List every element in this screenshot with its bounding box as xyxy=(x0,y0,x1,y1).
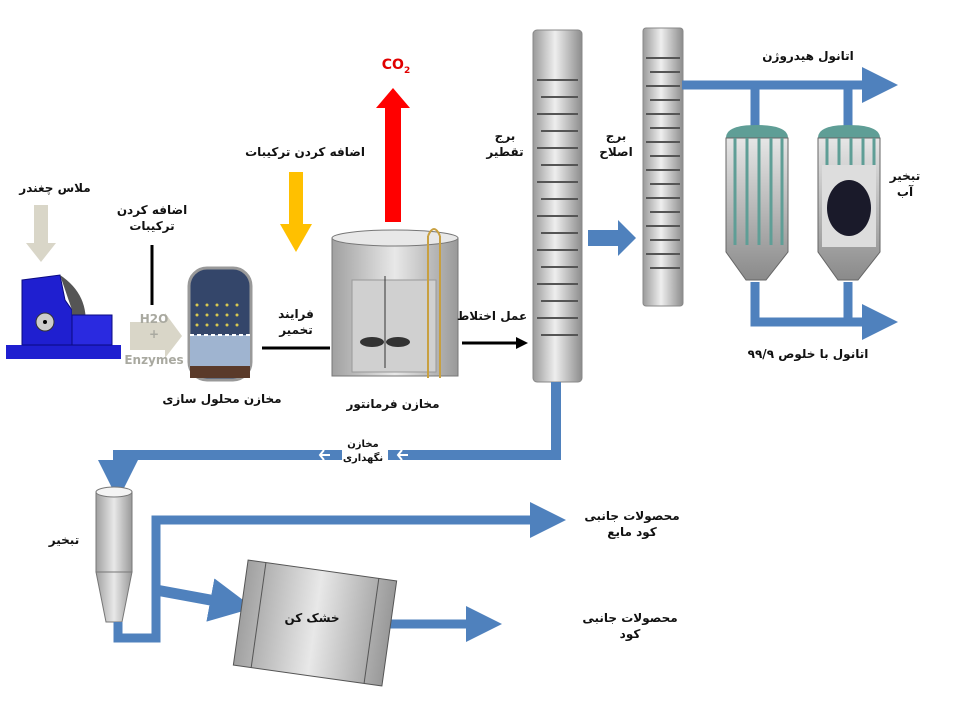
water-enzyme-arrow xyxy=(130,313,182,358)
fermentation-process-label: فرایند تخمیر xyxy=(278,307,314,338)
co2-text: CO xyxy=(381,57,404,73)
dryer-drum-icon xyxy=(232,559,398,687)
fermenter-tank-icon xyxy=(331,228,459,378)
liquid-fertilizer-label: محصولات جانبی کود مایع xyxy=(584,509,680,540)
distillation-tower-label: برج تقطیر xyxy=(486,129,524,160)
hydrous-ethanol-pipe xyxy=(682,67,898,340)
stillage-pipe xyxy=(98,382,561,500)
co2-subscript: 2 xyxy=(403,65,411,76)
distillation-column-icon xyxy=(532,29,583,383)
evaporation-label: تبخیر xyxy=(48,533,80,547)
dissolution-tank-icon xyxy=(187,266,253,382)
molecular-sieve-vessel-icon xyxy=(817,125,881,281)
mixing-label: عمل اختلاط xyxy=(456,309,528,323)
ethanol-purity-label: اتانول با خلوص ۹۹/۹ xyxy=(747,347,869,361)
transfer-arrow xyxy=(588,220,636,256)
enzymes-label: Enzymes xyxy=(124,353,184,367)
mill-machine-icon xyxy=(6,274,121,359)
dehydration-vessel-icon xyxy=(725,125,789,281)
co2-arrow xyxy=(376,88,410,222)
hydrous-ethanol-label: اتانول هیدروژن xyxy=(762,49,854,63)
dryer-label: خشک کن xyxy=(284,611,340,625)
evaporator-icon xyxy=(95,486,133,623)
ingredient-arrow xyxy=(280,172,312,252)
water-evaporation-label: تبخیر آب xyxy=(889,169,921,200)
fertilizer-label: محصولات جانبی کود xyxy=(582,611,678,642)
dissolution-tanks-label: مخازن محلول سازی xyxy=(162,392,282,406)
h2o-label: H2O xyxy=(139,312,169,326)
add-ingredients-label-1: اضافه کردن ترکیبات xyxy=(116,203,188,234)
co2-label: CO2 xyxy=(382,56,410,77)
storage-tanks-label: مخازن نگهداری xyxy=(342,439,384,464)
rectification-tower-label: برج اصلاح xyxy=(599,129,633,160)
fermenter-tanks-label: مخازن فرمانتور xyxy=(346,397,440,411)
plus-label: + xyxy=(148,327,160,341)
molasses-feed-arrow xyxy=(26,205,56,262)
add-ingredients-label-2: اضافه کردن ترکیبات xyxy=(245,145,365,159)
beet-molasses-label: ملاس چغندر xyxy=(19,181,91,195)
evaporator-outlet-pipe xyxy=(113,502,566,643)
flow-left-arrows xyxy=(318,449,408,461)
rectification-column-icon xyxy=(642,27,684,307)
